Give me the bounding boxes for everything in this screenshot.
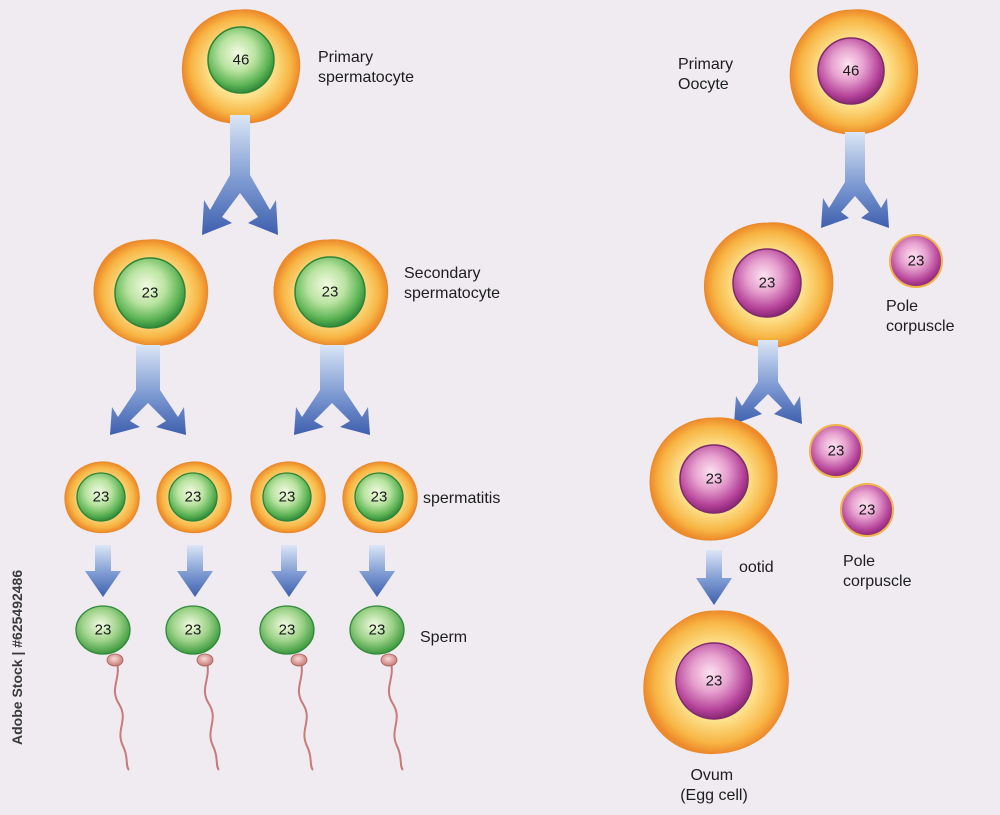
nucleus (262, 472, 312, 522)
down-arrow (359, 545, 395, 597)
split-arrow (110, 345, 186, 435)
secondary-spermatocyte-label: Secondary spermatocyte (404, 265, 500, 302)
sperm-tail (114, 661, 130, 771)
sperm: 23 (165, 605, 221, 771)
secondary-spermatocyte: 23 (93, 239, 209, 346)
chromosome-count: 23 (828, 443, 845, 460)
ovum: 23 (643, 610, 789, 755)
down-arrow (696, 550, 732, 605)
oogenesis-panel: 46 Primary Oocyte 23 23 Pole corpuscle (643, 9, 955, 804)
pole-body (889, 234, 943, 288)
chromosome-count: 23 (369, 622, 386, 639)
pole-corpuscle: 23 (809, 424, 863, 478)
pole-corpuscle: 23 (840, 483, 894, 537)
chromosome-count: 23 (908, 253, 925, 270)
spermatid: 23 (342, 461, 418, 534)
chromosome-count: 23 (322, 284, 339, 301)
nucleus (817, 37, 885, 105)
nucleus (76, 472, 126, 522)
nucleus (207, 26, 275, 94)
chromosome-count: 46 (233, 52, 250, 69)
ootid-cell: 23 (649, 417, 778, 541)
spermatogenesis-panel: 46 Primary spermatocyte 23 23 Secondary … (64, 9, 500, 771)
chromosome-count: 46 (843, 63, 860, 80)
sperm-midpiece (290, 653, 308, 667)
spermatid: 23 (250, 461, 326, 534)
sperm: 23 (349, 605, 405, 771)
sperm-head (165, 605, 221, 655)
chromosome-count: 23 (706, 471, 723, 488)
sperm-tail (204, 661, 220, 771)
split-arrow (821, 132, 889, 228)
split-arrow (734, 340, 802, 424)
chromosome-count: 23 (279, 622, 296, 639)
down-arrow (271, 545, 307, 597)
nucleus (294, 256, 366, 328)
sperm-head (259, 605, 315, 655)
primary-oocyte-label: Primary Oocyte (678, 56, 738, 93)
chromosome-count: 23 (142, 285, 159, 302)
secondary-oocyte: 23 (704, 222, 834, 348)
nucleus (675, 642, 753, 720)
chromosome-count: 23 (706, 673, 723, 690)
chromosome-count: 23 (859, 502, 876, 519)
sperm-head (349, 605, 405, 655)
pole-body (840, 483, 894, 537)
chromosome-count: 23 (185, 622, 202, 639)
ootid-label: ootid (739, 559, 774, 576)
nucleus (114, 257, 186, 329)
spermatid: 23 (156, 461, 232, 534)
sperm-midpiece (106, 653, 124, 667)
pole-body (809, 424, 863, 478)
sperm-midpiece (196, 653, 214, 667)
chromosome-count: 23 (759, 275, 776, 292)
sperm: 23 (259, 605, 315, 771)
sperm-label: Sperm (420, 629, 467, 646)
ovum-label: Ovum (Egg cell) (680, 767, 748, 804)
nucleus (168, 472, 218, 522)
spermatid-label: spermatitis (423, 490, 500, 507)
primary-spermatocyte: 46 (181, 9, 301, 124)
sperm-midpiece (380, 653, 398, 667)
chromosome-count: 23 (279, 489, 296, 506)
sperm-tail (388, 661, 404, 771)
pole-corpuscle-label: Pole corpuscle (886, 298, 955, 335)
nucleus (732, 248, 802, 318)
chromosome-count: 23 (95, 622, 112, 639)
down-arrow (85, 545, 121, 597)
split-arrow (202, 115, 278, 235)
pole-corpuscle: 23 (889, 234, 943, 288)
nucleus (679, 444, 749, 514)
sperm-tail (298, 661, 314, 771)
sperm: 23 (75, 605, 131, 771)
nucleus (354, 472, 404, 522)
primary-spermatocyte-label: Primary spermatocyte (318, 49, 414, 86)
chromosome-count: 23 (93, 489, 110, 506)
down-arrow (177, 545, 213, 597)
sperm-head (75, 605, 131, 655)
chromosome-count: 23 (185, 489, 202, 506)
primary-oocyte: 46 (789, 9, 918, 135)
stock-credit: Adobe Stock | #625492486 (9, 570, 25, 745)
chromosome-count: 23 (371, 489, 388, 506)
split-arrow (294, 345, 370, 435)
pole-corpuscle-label-2: Pole corpuscle (843, 553, 912, 590)
secondary-spermatocyte: 23 (273, 239, 389, 346)
spermatid: 23 (64, 461, 140, 534)
